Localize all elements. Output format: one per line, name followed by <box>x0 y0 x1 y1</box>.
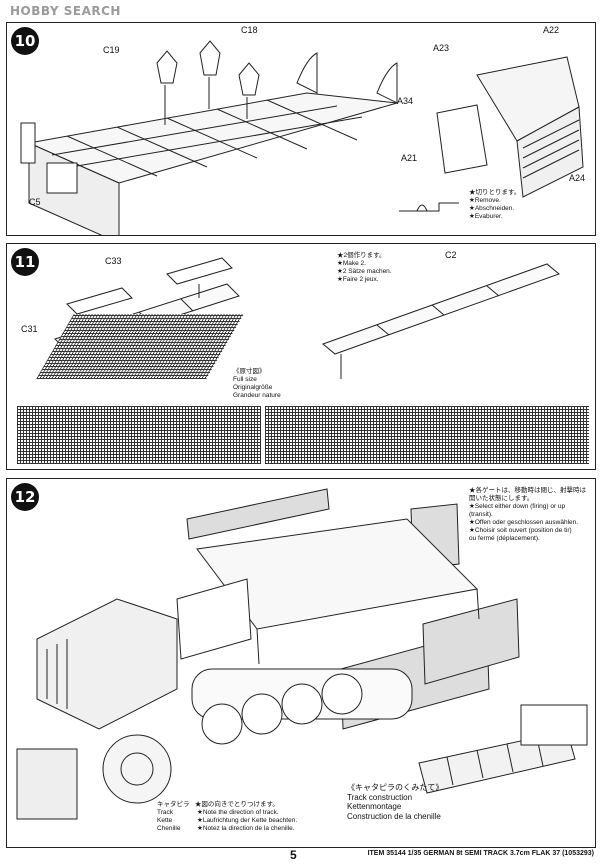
mesh-pattern-left <box>17 406 261 464</box>
part-label-a24: A24 <box>569 173 586 183</box>
chassis-frame-drawing <box>20 40 584 235</box>
watermark-bar: HOBBY SEARCH <box>0 0 600 24</box>
part-label-a34: A34 <box>397 96 414 106</box>
part-label-c2: C2 <box>445 250 457 260</box>
track-construction-note: 《キャタピラのくみたて》 Track construction Kettenmo… <box>347 783 444 821</box>
part-label-c33: C33 <box>105 256 122 266</box>
part-label-a23: A23 <box>433 43 450 53</box>
step-number-10: 10 <box>11 27 39 55</box>
hobby-search-watermark: HOBBY SEARCH <box>10 4 121 18</box>
step-12-panel: 12 <box>6 478 596 848</box>
track-direction-note: キャタピラ ★図の向きでとりつけます。 Track★Note the direc… <box>157 801 298 832</box>
step-number-11: 11 <box>11 248 39 276</box>
part-label-c19: C19 <box>103 45 120 55</box>
item-info: ITEM 35144 1/35 GERMAN 8t SEMI TRACK 3.7… <box>367 850 594 857</box>
page-footer: 5 ITEM 35144 1/35 GERMAN 8t SEMI TRACK 3… <box>0 846 600 864</box>
mesh-pattern-right <box>265 406 589 464</box>
step-11-panel: 11 C33 C31 C2 ★2個作ります。 ★Make 2. ★2 Sätze… <box>6 243 596 470</box>
page-number: 5 <box>290 848 297 862</box>
full-size-note: 《原寸図》 Full size Originalgröße Grandeur n… <box>233 368 281 399</box>
part-label-c31: C31 <box>21 324 38 334</box>
part-label-a22: A22 <box>543 25 560 35</box>
step-10-panel: 10 <box>6 22 596 236</box>
remove-note: ★切りとります。 ★Remove. ★Abschneiden. ★Evabure… <box>469 189 521 220</box>
gate-position-note: ★各ゲートは、移動時は閉じ、射撃時は 開いた状態にします。 ★Select ei… <box>469 487 586 542</box>
part-label-a21: A21 <box>401 153 418 163</box>
make-two-note: ★2個作ります。 ★Make 2. ★2 Sätze machen. ★Fair… <box>337 252 392 283</box>
vehicle-assembly-drawing <box>16 488 588 820</box>
part-label-c5: C5 <box>29 197 41 207</box>
step-number-12: 12 <box>11 483 39 511</box>
part-label-c18: C18 <box>241 25 258 35</box>
